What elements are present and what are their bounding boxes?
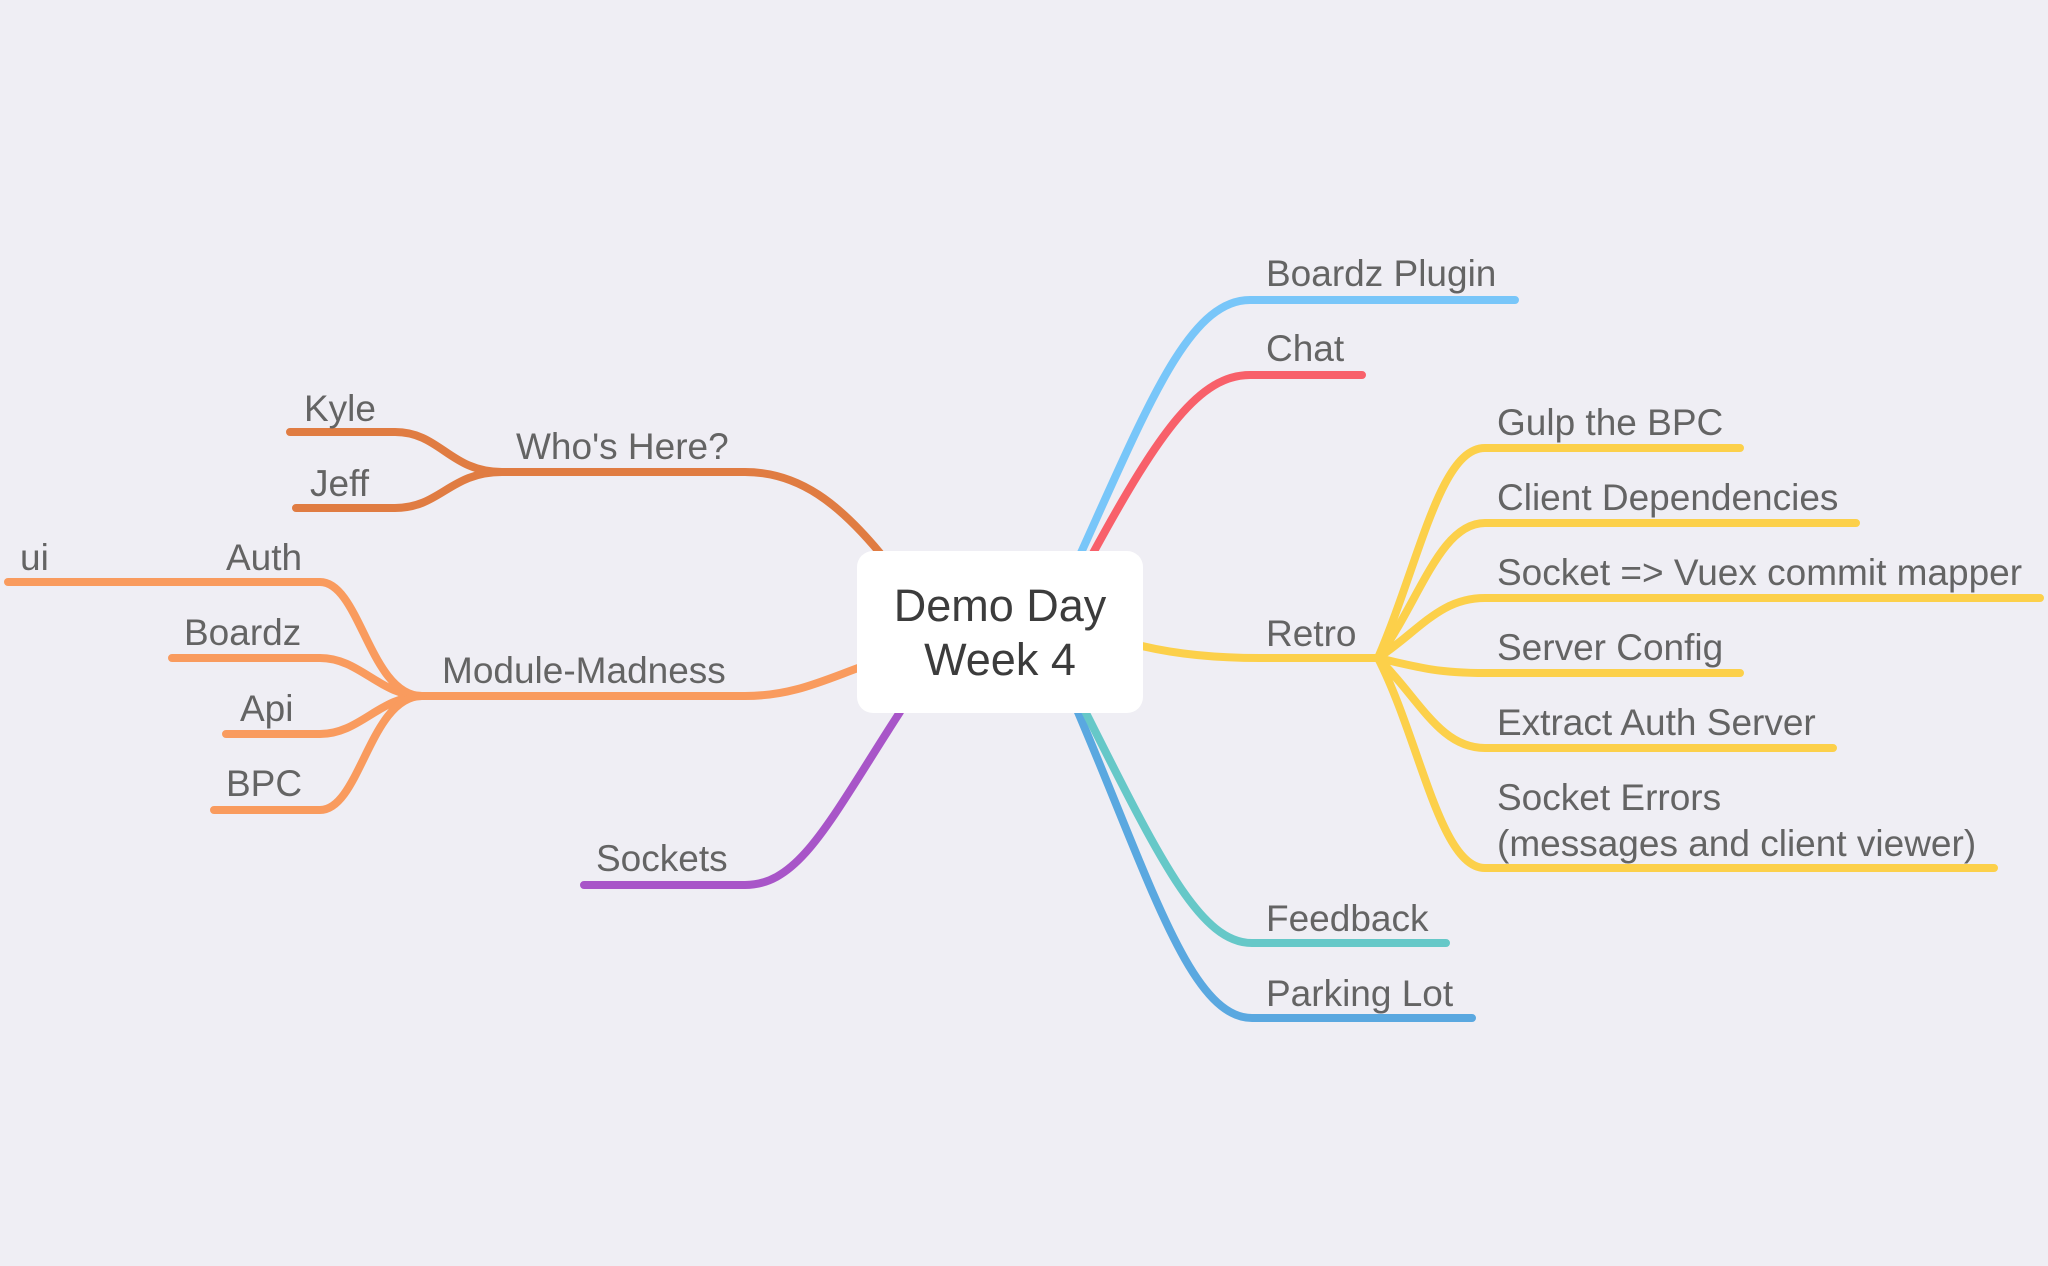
retro-child-socket-vuex-commit-mapper[interactable]: Socket => Vuex commit mapper bbox=[1497, 552, 2022, 593]
connector-chat bbox=[1088, 371, 1366, 559]
topic-retro[interactable]: Retro bbox=[1266, 613, 1356, 654]
retro-child-extract-auth-server[interactable]: Extract Auth Server bbox=[1497, 702, 1816, 743]
module-child-api[interactable]: Api bbox=[240, 688, 293, 729]
connector-boardz-plugin bbox=[1076, 296, 1519, 559]
connector-gulp-the-bpc bbox=[1374, 444, 1744, 662]
retro-child-socket-errors[interactable]: Socket Errors bbox=[1497, 777, 1721, 818]
retro-child-socket-errors-detail: (messages and client viewer) bbox=[1497, 823, 1976, 864]
connector-feedback bbox=[1078, 701, 1450, 947]
retro-child-client-dependencies[interactable]: Client Dependencies bbox=[1497, 477, 1838, 518]
retro-child-server-config[interactable]: Server Config bbox=[1497, 627, 1723, 668]
topic-feedback[interactable]: Feedback bbox=[1266, 898, 1429, 939]
auth-child-ui[interactable]: ui bbox=[20, 537, 49, 578]
module-child-auth[interactable]: Auth bbox=[226, 537, 302, 578]
connector-socket-vuex bbox=[1374, 594, 2044, 662]
connector-parking-lot bbox=[1071, 701, 1476, 1022]
topic-module-madness[interactable]: Module-Madness bbox=[442, 650, 726, 691]
retro-child-gulp-the-bpc[interactable]: Gulp the BPC bbox=[1497, 402, 1723, 443]
connector-retro bbox=[1138, 642, 1382, 662]
branch-chat[interactable]: Chat bbox=[1088, 328, 1366, 559]
whos-here-child-kyle[interactable]: Kyle bbox=[304, 388, 376, 429]
module-child-boardz[interactable]: Boardz bbox=[184, 612, 301, 653]
whos-here-child-jeff[interactable]: Jeff bbox=[310, 463, 370, 504]
connector-server-config bbox=[1374, 654, 1744, 677]
topic-boardz-plugin[interactable]: Boardz Plugin bbox=[1266, 253, 1496, 294]
branch-retro[interactable]: Retro Gulp the BPC Client Dependencies S… bbox=[1138, 402, 2044, 872]
branch-module-madness[interactable]: Module-Madness Auth ui Boardz Api BPC bbox=[4, 537, 862, 814]
central-topic-line-1: Demo Day bbox=[894, 580, 1107, 631]
branch-feedback[interactable]: Feedback bbox=[1078, 701, 1450, 947]
central-topic-box bbox=[857, 551, 1143, 713]
connector-bpc bbox=[210, 692, 426, 814]
branch-boardz-plugin[interactable]: Boardz Plugin bbox=[1076, 253, 1519, 559]
retro-children: Gulp the BPC Client Dependencies Socket … bbox=[1374, 402, 2044, 872]
branch-whos-here[interactable]: Who's Here? Kyle Jeff bbox=[286, 388, 884, 557]
connector-client-dependencies bbox=[1374, 519, 1860, 662]
central-topic-line-2: Week 4 bbox=[924, 634, 1076, 685]
topic-chat[interactable]: Chat bbox=[1266, 328, 1345, 369]
topic-sockets[interactable]: Sockets bbox=[596, 838, 728, 879]
connector-whos-here bbox=[498, 468, 884, 557]
connector-extract-auth-server bbox=[1374, 654, 1837, 752]
topic-parking-lot[interactable]: Parking Lot bbox=[1266, 973, 1454, 1014]
module-child-bpc[interactable]: BPC bbox=[226, 763, 302, 804]
connector-sockets bbox=[580, 708, 904, 889]
topic-whos-here[interactable]: Who's Here? bbox=[516, 426, 729, 467]
connector-module-madness bbox=[418, 664, 862, 700]
branch-parking-lot[interactable]: Parking Lot bbox=[1071, 701, 1476, 1022]
branch-sockets[interactable]: Sockets bbox=[580, 708, 904, 889]
connector-socket-errors bbox=[1374, 654, 1998, 872]
connector-jeff bbox=[292, 468, 506, 512]
central-topic[interactable]: Demo Day Week 4 bbox=[857, 551, 1143, 713]
